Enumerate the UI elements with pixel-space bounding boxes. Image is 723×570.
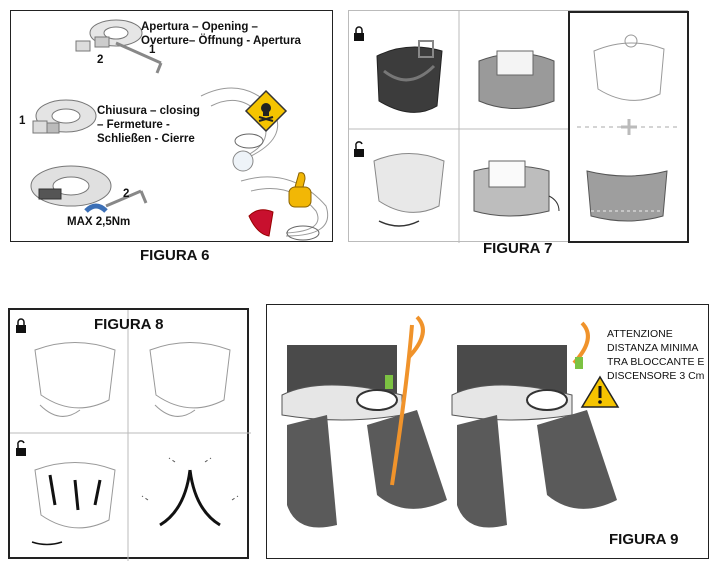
figura-6-panel: Apertura – Opening – Overture– Öffnung -… — [10, 10, 333, 242]
harness-view-2 — [149, 342, 231, 417]
ring-torque-illustration — [30, 165, 148, 213]
carabiner-swirl-bottom — [240, 176, 328, 241]
harness-outline-illustration — [593, 34, 665, 101]
harness-with-rope-left — [281, 315, 447, 528]
figura-9-drawing — [281, 315, 620, 528]
warning-line-2: DISTANZA MINIMA — [607, 342, 699, 354]
harness-view-3 — [31, 462, 116, 546]
warning-line-4: DISCENSORE 3 Cm — [607, 370, 705, 382]
plus-icon — [621, 119, 637, 135]
opening-label: Apertura – Opening – Overture– Öffnung -… — [141, 21, 301, 47]
unlocked-padlock-icon — [16, 440, 26, 456]
harness-light-illustration — [373, 153, 445, 227]
strap-wishbone-illustration — [141, 457, 239, 527]
unlocked-padlock-icon — [354, 141, 364, 157]
figura-8-panel: FIGURA 8 — [8, 308, 251, 561]
figura-7-drawing — [349, 11, 689, 243]
closing-label: Chiusura – closing – Fermeture - Schließ… — [97, 105, 200, 145]
figura-9-panel: ATTENZIONE DISTANZA MINIMA TRA BLOCCANTE… — [266, 304, 709, 559]
warning-triangle-icon — [580, 375, 620, 408]
figura-8-drawing — [10, 310, 251, 561]
step-2b-label: 2 — [123, 188, 130, 200]
skull-warning-icon — [244, 89, 288, 133]
step-2-label: 2 — [97, 54, 104, 66]
harness-pouch-illustration — [478, 50, 555, 109]
figura-7-panel — [348, 10, 689, 243]
figura-6-caption: FIGURA 6 — [140, 247, 210, 264]
thumbs-up-icon — [288, 172, 312, 208]
harness-with-rope-right — [451, 321, 617, 528]
locked-padlock-icon — [354, 26, 364, 41]
step-1-label: 1 — [149, 44, 156, 56]
pouch-open-illustration — [473, 160, 560, 217]
step-1b-label: 1 — [19, 115, 26, 127]
torque-label: MAX 2,5Nm — [67, 216, 131, 228]
locked-padlock-icon — [16, 318, 26, 333]
figura-7-caption: FIGURA 7 — [483, 240, 553, 257]
figura-8-caption: FIGURA 8 — [94, 316, 164, 333]
warning-line-3: TRA BLOCCANTE E — [607, 356, 705, 368]
ring-open-illustration — [75, 19, 163, 74]
warning-line-1: ATTENZIONE — [607, 328, 673, 340]
ring-closed-illustration — [32, 99, 97, 134]
figura-9-caption: FIGURA 9 — [609, 531, 679, 548]
figura-6-drawing — [30, 19, 328, 241]
harness-view-1 — [34, 342, 116, 417]
harness-dark-illustration — [376, 40, 443, 113]
pad-illustration — [586, 170, 668, 222]
